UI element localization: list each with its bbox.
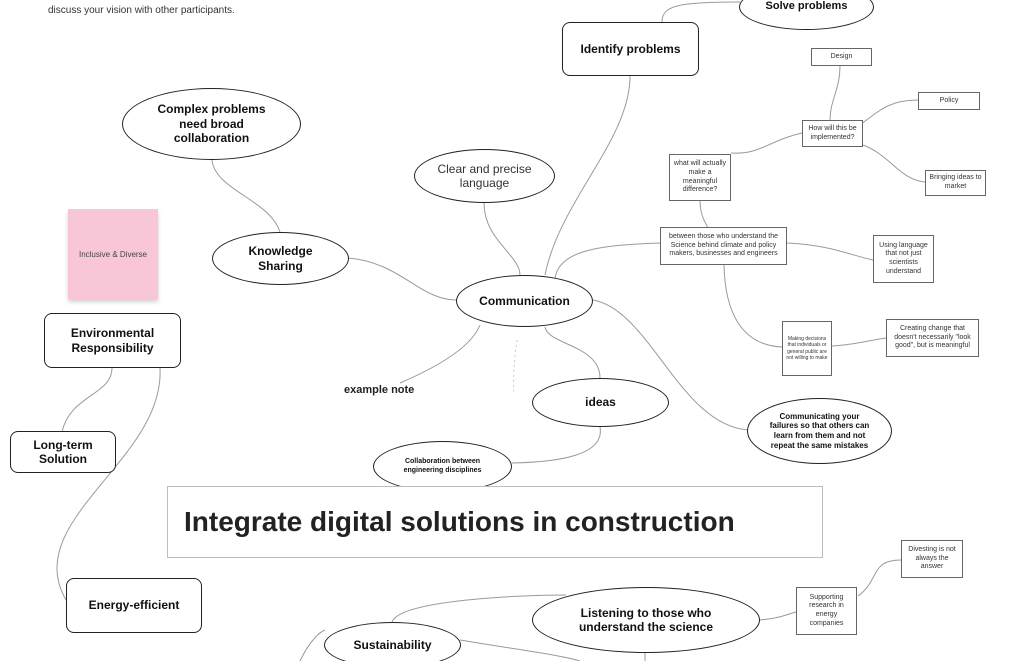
connector bbox=[829, 65, 841, 121]
connector bbox=[299, 629, 326, 661]
node-using-language[interactable]: Using language that not just scientists … bbox=[873, 235, 934, 283]
connector-fragment bbox=[513, 339, 518, 396]
connector bbox=[786, 242, 874, 261]
node-collaboration-engineering[interactable]: Collaboration between engineering discip… bbox=[373, 441, 512, 492]
node-policy[interactable]: Policy bbox=[918, 92, 980, 110]
node-between-those[interactable]: between those who understand the Science… bbox=[660, 227, 787, 265]
connector bbox=[61, 367, 113, 433]
connector bbox=[859, 99, 919, 126]
node-bringing-ideas[interactable]: Bringing ideas to market bbox=[925, 170, 986, 196]
node-long-term-solution[interactable]: Long-term Solution bbox=[10, 431, 116, 473]
node-communication[interactable]: Communication bbox=[456, 275, 593, 327]
board-title: Integrate digital solutions in construct… bbox=[184, 506, 735, 537]
node-design[interactable]: Design bbox=[811, 48, 872, 66]
node-meaningful-difference[interactable]: what will actually make a meaningful dif… bbox=[669, 154, 731, 201]
node-clear-language[interactable]: Clear and precise language bbox=[414, 149, 555, 203]
node-ideas[interactable]: ideas bbox=[532, 378, 669, 427]
connector bbox=[592, 299, 749, 431]
connector bbox=[661, 1, 741, 23]
node-sustainability[interactable]: Sustainability bbox=[324, 622, 461, 661]
connector bbox=[211, 159, 281, 233]
connector bbox=[759, 611, 797, 621]
title-frame[interactable]: Integrate digital solutions in construct… bbox=[167, 486, 823, 558]
node-identify-problems[interactable]: Identify problems bbox=[562, 22, 699, 76]
connector bbox=[56, 367, 161, 601]
connector bbox=[544, 326, 601, 379]
connector bbox=[347, 257, 457, 301]
connector bbox=[723, 264, 783, 348]
node-making-decisions[interactable]: Making decisions that individuals or gen… bbox=[782, 321, 832, 376]
node-energy-efficient[interactable]: Energy-efficient bbox=[66, 578, 202, 633]
sticky-note-inclusive[interactable]: Inclusive & Diverse bbox=[68, 209, 158, 299]
connector bbox=[831, 337, 887, 347]
node-supporting-research[interactable]: Supporting research in energy companies bbox=[796, 587, 857, 635]
connector bbox=[483, 202, 521, 276]
example-note[interactable]: example note bbox=[344, 384, 415, 396]
node-how-implemented[interactable]: How will this be implemented? bbox=[802, 120, 863, 147]
connector bbox=[730, 132, 803, 154]
node-environmental-responsibility[interactable]: Environmental Responsibility bbox=[44, 313, 181, 368]
node-listening[interactable]: Listening to those who understand the sc… bbox=[532, 587, 760, 653]
connector bbox=[544, 75, 631, 276]
connector bbox=[459, 639, 581, 661]
connector bbox=[399, 324, 481, 384]
connector bbox=[699, 199, 709, 229]
intro-text: discuss your vision with other participa… bbox=[48, 5, 235, 16]
node-communicating-failures[interactable]: Communicating your failures so that othe… bbox=[747, 398, 892, 464]
connector bbox=[857, 559, 902, 597]
node-knowledge-sharing[interactable]: Knowledge Sharing bbox=[212, 232, 349, 285]
node-creating-change[interactable]: Creating change that doesn't necessarily… bbox=[886, 319, 979, 357]
connector bbox=[554, 242, 661, 279]
node-divesting[interactable]: Divesting is not always the answer bbox=[901, 540, 963, 578]
connector bbox=[391, 594, 567, 623]
connector bbox=[862, 144, 926, 183]
connector bbox=[511, 426, 601, 464]
node-complex-problems[interactable]: Complex problems need broad collaboratio… bbox=[122, 88, 301, 160]
